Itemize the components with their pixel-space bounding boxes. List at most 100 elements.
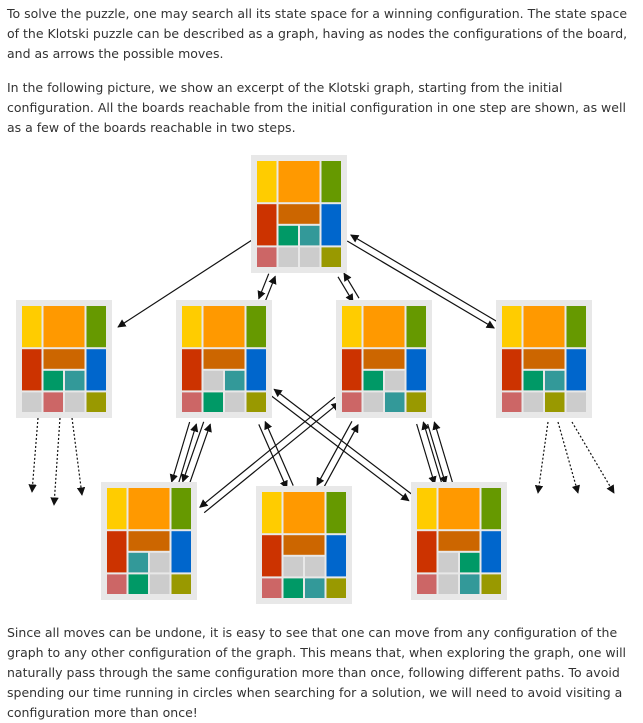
piece-yellow (22, 306, 42, 348)
piece-teal (523, 370, 543, 391)
board-step1-c (336, 300, 432, 418)
piece-brown (43, 349, 85, 369)
board-step1-b (176, 300, 272, 418)
move-arrow (269, 394, 410, 502)
empty-cell (363, 392, 383, 412)
empty-cell (278, 247, 298, 267)
piece-red (182, 349, 202, 391)
piece-green (246, 306, 266, 348)
unexplored-move-arrow (28, 417, 39, 493)
board-step2-b (256, 486, 352, 604)
piece-pink (417, 574, 437, 594)
piece-olive (481, 574, 501, 594)
piece-blue (246, 349, 266, 391)
piece-teal (203, 392, 223, 412)
piece-green (86, 306, 106, 348)
piece-pink (257, 247, 277, 267)
empty-cell (65, 392, 85, 412)
move-arrow (199, 396, 336, 508)
move-arrow (264, 275, 277, 302)
piece-cyan (65, 370, 85, 391)
board-configurations (16, 155, 592, 604)
piece-red (342, 349, 362, 391)
piece-teal (460, 552, 480, 573)
piece-red (22, 349, 42, 391)
piece-pink (502, 392, 522, 412)
move-arrow (203, 402, 340, 514)
piece-teal (43, 370, 63, 391)
piece-yellow (417, 488, 437, 530)
empty-cell (438, 574, 458, 594)
move-arrow (337, 276, 354, 303)
piece-brown (278, 204, 320, 224)
piece-yellow (502, 306, 522, 348)
empty-cell (438, 552, 458, 573)
piece-pink (107, 574, 127, 594)
move-arrow (316, 421, 353, 487)
piece-orange (438, 488, 480, 530)
piece-red (502, 349, 522, 391)
piece-green (481, 488, 501, 530)
piece-orange (128, 488, 170, 530)
piece-pink (43, 392, 63, 412)
piece-olive (246, 392, 266, 412)
empty-cell (523, 392, 543, 412)
unexplored-move-arrow (534, 421, 549, 494)
empty-cell (566, 392, 586, 412)
piece-red (262, 535, 282, 577)
piece-red (417, 531, 437, 573)
move-arrow (117, 239, 253, 328)
piece-brown (363, 349, 405, 369)
empty-cell (385, 370, 405, 391)
piece-orange (363, 306, 405, 348)
move-arrow (181, 421, 205, 483)
board-step2-a (101, 482, 197, 600)
piece-olive (321, 247, 341, 267)
piece-yellow (257, 161, 277, 203)
piece-cyan (300, 225, 320, 246)
piece-orange (203, 306, 245, 348)
piece-blue (171, 531, 191, 573)
piece-olive (86, 392, 106, 412)
intro-paragraph: To solve the puzzle, one may search all … (7, 6, 628, 61)
piece-pink (262, 578, 282, 598)
piece-blue (326, 535, 346, 577)
piece-olive (171, 574, 191, 594)
piece-green (321, 161, 341, 203)
empty-cell (150, 552, 170, 573)
piece-green (566, 306, 586, 348)
piece-blue (566, 349, 586, 391)
piece-yellow (182, 306, 202, 348)
move-arrow (432, 421, 453, 483)
move-arrow (264, 420, 294, 486)
piece-red (257, 204, 277, 246)
move-arrow (169, 421, 191, 483)
piece-orange (523, 306, 565, 348)
piece-orange (278, 161, 320, 203)
piece-red (107, 531, 127, 573)
empty-cell (283, 556, 303, 577)
piece-green (171, 488, 191, 530)
piece-brown (283, 535, 325, 555)
move-arrows (28, 234, 615, 514)
board-step1-d (496, 300, 592, 418)
piece-yellow (107, 488, 127, 530)
empty-cell (225, 392, 245, 412)
piece-cyan (385, 392, 405, 412)
piece-teal (278, 225, 298, 246)
piece-teal (128, 574, 148, 594)
empty-cell (203, 370, 223, 391)
piece-olive (326, 578, 346, 598)
move-arrow (416, 423, 437, 485)
piece-cyan (225, 370, 245, 391)
piece-brown (523, 349, 565, 369)
piece-pink (182, 392, 202, 412)
empty-cell (300, 247, 320, 267)
move-arrow (350, 234, 499, 323)
move-arrow (346, 240, 495, 329)
board-step1-a (16, 300, 112, 418)
move-arrow (421, 421, 442, 483)
move-arrow (177, 423, 199, 485)
piece-cyan (305, 578, 325, 598)
